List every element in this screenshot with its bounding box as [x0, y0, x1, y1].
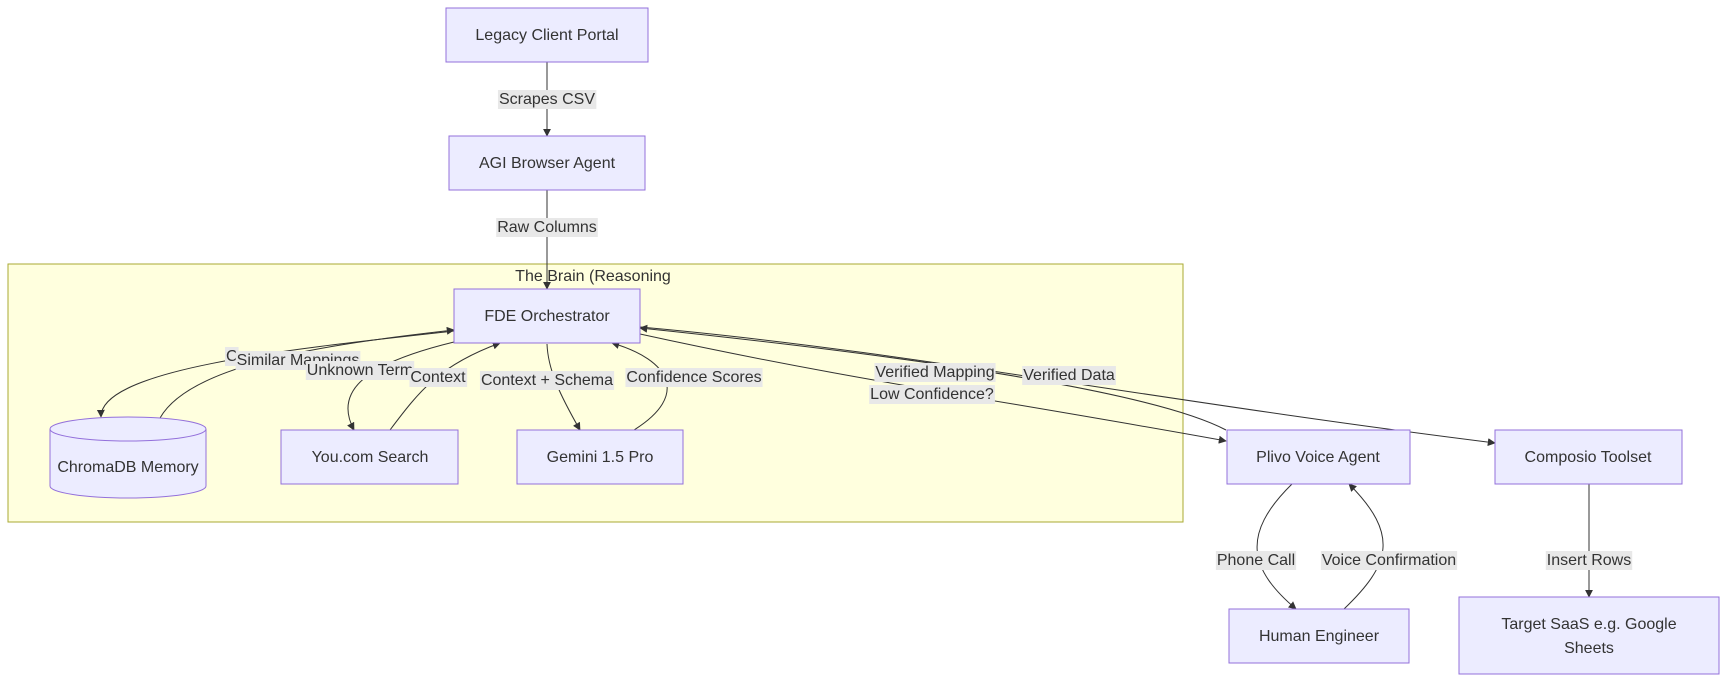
edge-plivo-to-human [1256, 483, 1297, 610]
node-plivo-label: Plivo Voice Agent [1256, 449, 1380, 466]
node-gemini: Gemini 1.5 Pro [516, 429, 684, 485]
node-fde-label: FDE Orchestrator [484, 308, 610, 325]
svg-text:Voice Confirmation: Voice Confirmation [1322, 552, 1456, 569]
edge-label-low-confidence: Low Confidence? [869, 385, 995, 404]
edge-label-voice-confirmation: Voice Confirmation [1320, 551, 1458, 570]
node-agi-browser-agent: AGI Browser Agent [448, 135, 646, 191]
edge-label-context-schema: Context + Schema [479, 371, 615, 390]
node-youcom-search: You.com Search [280, 429, 459, 485]
edge-label-phone-call: Phone Call [1215, 551, 1297, 570]
node-human-engineer: Human Engineer [1228, 608, 1410, 664]
edge-label-confidence-scores: Confidence Scores [625, 368, 763, 387]
edge-label-scrapes-csv: Scrapes CSV [497, 90, 597, 109]
svg-text:C: C [226, 348, 238, 365]
node-target-saas: Target SaaS e.g. Google Sheets [1458, 596, 1720, 675]
node-legacy-client-portal: Legacy Client Portal [445, 7, 649, 63]
svg-text:Context + Schema: Context + Schema [481, 372, 613, 389]
node-plivo-voice-agent: Plivo Voice Agent [1226, 429, 1411, 485]
svg-text:Confidence Scores: Confidence Scores [626, 369, 761, 386]
node-target-label-line1: Target SaaS e.g. Google [1501, 616, 1676, 633]
edge-plivo-to-fde [639, 324, 1227, 431]
brain-cluster-label: The Brain (Reasoning [515, 268, 671, 285]
edge-label-raw-columns: Raw Columns [496, 218, 598, 237]
node-composio-label: Composio Toolset [1525, 449, 1652, 466]
edge-label-verified-data: Verified Data [1022, 366, 1116, 385]
node-agi-label: AGI Browser Agent [479, 155, 616, 172]
node-legacy-label: Legacy Client Portal [475, 27, 618, 44]
svg-text:Context: Context [410, 369, 466, 386]
edge-label-context: Context [409, 368, 468, 387]
svg-text:Verified Data: Verified Data [1023, 367, 1115, 384]
edge-label-insert-rows: Insert Rows [1545, 551, 1633, 570]
node-chroma-label: ChromaDB Memory [57, 459, 198, 476]
edge-labels: Scrapes CSV Raw Columns C Similar Mappin… [225, 90, 1633, 570]
svg-text:Phone Call: Phone Call [1217, 552, 1295, 569]
node-composio-toolset: Composio Toolset [1494, 429, 1683, 485]
edge-human-to-plivo [1343, 483, 1384, 610]
svg-text:Scrapes CSV: Scrapes CSV [499, 91, 595, 108]
svg-text:Insert Rows: Insert Rows [1547, 552, 1631, 569]
node-gemini-label: Gemini 1.5 Pro [547, 449, 654, 466]
svg-text:Unknown Term: Unknown Term [307, 362, 413, 379]
node-fde-orchestrator: FDE Orchestrator [453, 288, 641, 344]
edge-label-unknown-term: Unknown Term [305, 361, 415, 380]
node-chromadb-memory: ChromaDB Memory [49, 416, 207, 499]
node-youcom-label: You.com Search [312, 449, 429, 466]
svg-text:Raw Columns: Raw Columns [497, 219, 597, 236]
node-target-label-line2: Sheets [1564, 640, 1614, 657]
svg-text:Verified Mapping: Verified Mapping [875, 364, 994, 381]
edge-label-check: C [225, 347, 239, 366]
svg-text:Low Confidence?: Low Confidence? [870, 386, 994, 403]
node-human-label: Human Engineer [1259, 628, 1380, 645]
edge-label-verified-mapping: Verified Mapping [874, 363, 996, 382]
